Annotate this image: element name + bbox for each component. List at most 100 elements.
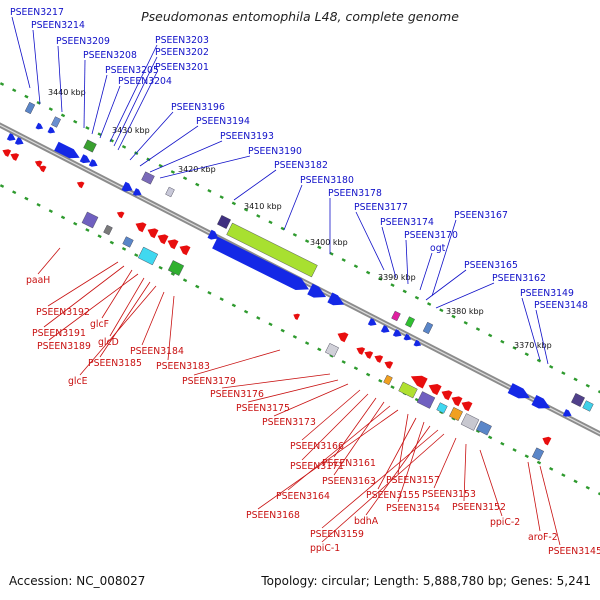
tick-mark — [402, 289, 407, 294]
gene-feature — [226, 222, 318, 278]
tick-mark — [439, 308, 444, 313]
feature-shape — [135, 222, 147, 233]
gene-feature — [165, 186, 175, 198]
feature-shape — [582, 400, 594, 412]
tick-mark — [48, 209, 53, 214]
feature-shape — [403, 333, 412, 341]
gene-feature — [147, 228, 159, 239]
feature-shape — [410, 375, 428, 389]
label-leader-line — [433, 437, 457, 489]
gene-label: bdhA — [354, 516, 379, 527]
gene-feature — [461, 401, 473, 412]
gene-feature — [405, 316, 415, 328]
kbp-marker: 3430 kbp — [112, 126, 150, 135]
feature-shape — [416, 391, 436, 409]
tick-mark — [0, 184, 5, 188]
gene-feature — [207, 229, 219, 240]
label-leader-line — [273, 383, 349, 417]
gene-label: PSEEN3193 — [220, 131, 274, 142]
label-leader-line — [333, 401, 385, 476]
label-leader-line — [435, 282, 495, 309]
gene-label: PSEEN3184 — [130, 346, 184, 357]
gene-label: PSEEN3173 — [262, 417, 316, 428]
gene-feature — [132, 188, 142, 196]
gene-feature — [451, 396, 463, 407]
label-leader-line — [99, 281, 151, 358]
tick-mark — [158, 265, 163, 270]
tick-mark — [390, 283, 395, 288]
feature-shape — [461, 401, 473, 412]
gene-feature — [380, 325, 390, 333]
gene-feature — [293, 313, 301, 321]
gene-feature — [384, 361, 394, 369]
tick-mark — [585, 485, 590, 490]
tick-mark — [451, 314, 456, 319]
gene-feature — [157, 234, 169, 245]
gene-label: PSEEN3162 — [492, 273, 546, 284]
gene-feature — [212, 236, 309, 291]
gene-label: PSEEN3174 — [380, 217, 434, 228]
gene-feature — [2, 149, 12, 157]
gene-label: PSEEN3175 — [236, 403, 290, 414]
tick-mark — [231, 303, 237, 308]
gene-feature — [337, 332, 349, 343]
gene-label: PSEEN3148 — [534, 300, 588, 311]
tick-mark — [182, 176, 188, 181]
gene-label: paaH — [26, 275, 50, 286]
feature-shape — [207, 229, 219, 240]
label-leader-line — [381, 226, 397, 279]
tick-mark — [121, 246, 127, 251]
gene-label: PSEEN3157 — [386, 475, 440, 486]
gene-label: PSEEN3203 — [155, 35, 209, 46]
label-leader-line — [377, 417, 417, 490]
tick-mark — [353, 264, 359, 269]
label-leader-line — [141, 291, 165, 346]
feature-shape — [507, 383, 530, 399]
gene-label: PSEEN3180 — [300, 175, 354, 186]
gene-label: PSEEN3170 — [404, 230, 458, 241]
gene-feature — [10, 153, 20, 161]
feature-shape — [476, 420, 492, 436]
tick-mark — [60, 215, 66, 220]
feature-shape — [88, 159, 98, 167]
feature-shape — [449, 407, 463, 421]
tick-mark — [365, 270, 371, 275]
gene-feature — [122, 236, 134, 248]
feature-shape — [307, 283, 327, 298]
tick-mark — [60, 113, 66, 118]
tick-mark — [134, 253, 139, 258]
label-leader-line — [48, 273, 139, 341]
gene-label: PSEEN3165 — [464, 260, 518, 271]
tick-mark — [280, 226, 285, 231]
feature-shape — [337, 332, 349, 343]
tick-mark — [585, 383, 590, 388]
tick-mark — [170, 170, 175, 174]
gene-feature — [167, 239, 179, 250]
gene-feature — [88, 159, 98, 167]
label-leader-line — [247, 379, 339, 403]
feature-shape — [364, 351, 374, 359]
label-leader-line — [431, 219, 457, 297]
gene-label: PSEEN3183 — [156, 361, 210, 372]
feature-shape — [392, 329, 402, 337]
gene-feature — [103, 224, 113, 236]
feature-shape — [2, 149, 12, 157]
label-leader-line — [463, 443, 467, 502]
gene-feature — [449, 407, 463, 421]
label-leader-line — [355, 211, 385, 271]
gene-feature — [531, 395, 551, 409]
label-leader-line — [109, 277, 145, 337]
accession-text: Accession: NC_008027 — [9, 574, 146, 588]
feature-shape — [132, 188, 142, 196]
label-leader-line — [397, 421, 425, 503]
kbp-marker: 3420 kbp — [178, 165, 216, 174]
gene-label: glcE — [68, 376, 88, 387]
gene-label: PSEEN3178 — [328, 188, 382, 199]
gene-feature — [356, 347, 366, 355]
feature-shape — [81, 211, 99, 229]
label-leader-line — [539, 465, 561, 546]
label-leader-line — [521, 297, 541, 361]
tick-mark — [329, 353, 334, 358]
kbp-marker: 3410 kbp — [244, 202, 282, 211]
